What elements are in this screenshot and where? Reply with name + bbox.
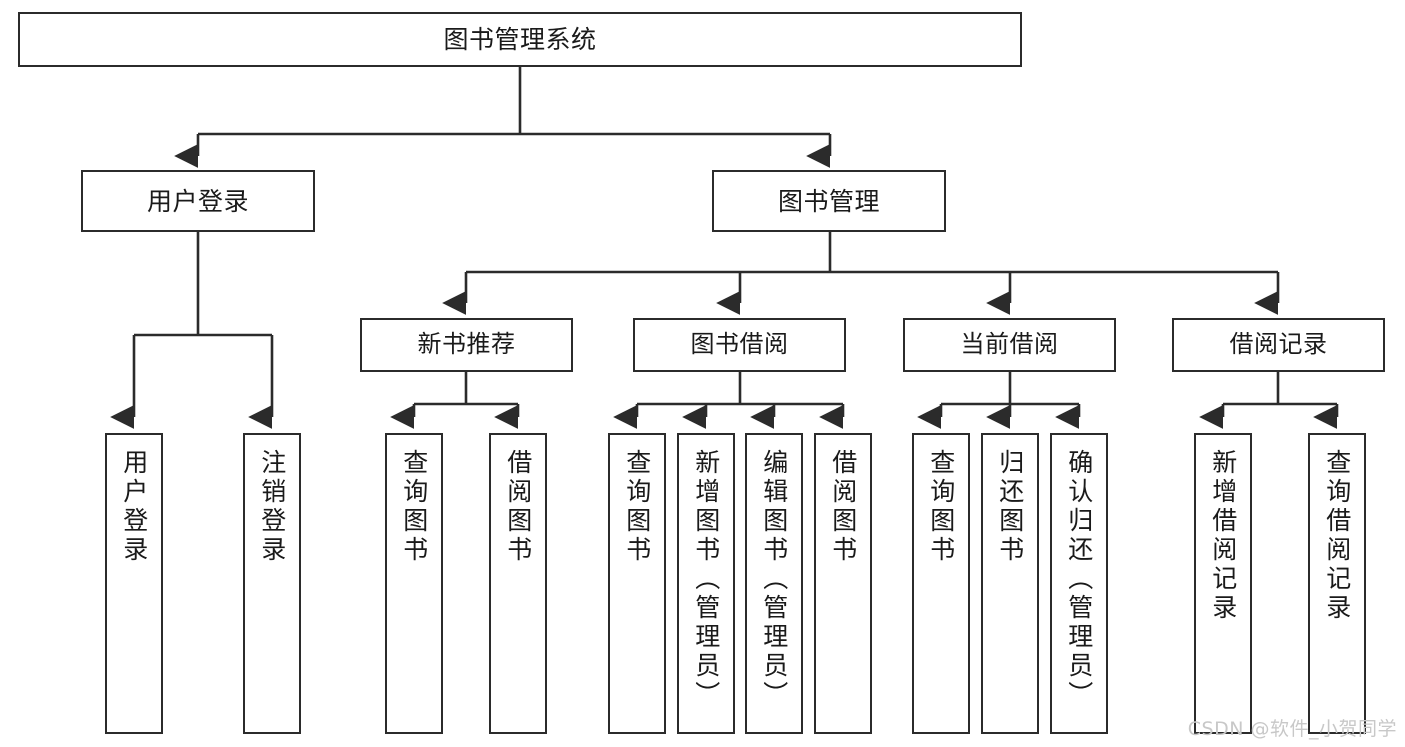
leaf-add-borrow-record[interactable]: 新增借阅记录 [1194, 433, 1252, 734]
node-book-borrow[interactable]: 图书借阅 [633, 318, 846, 372]
leaf-add-book-admin[interactable]: 新增图书（管理员） [677, 433, 735, 734]
leaf-confirm-return-admin[interactable]: 确认归还（管理员） [1050, 433, 1108, 734]
node-current-borrow[interactable]: 当前借阅 [903, 318, 1116, 372]
leaf-borrow-book[interactable]: 借阅图书 [814, 433, 872, 734]
node-label: 用户登录 [146, 186, 249, 216]
node-borrow-record[interactable]: 借阅记录 [1172, 318, 1385, 372]
node-label: 借阅图书 [503, 449, 533, 565]
leaf-edit-book-admin[interactable]: 编辑图书（管理员） [745, 433, 803, 734]
leaf-query-book-recommend[interactable]: 查询图书 [385, 433, 443, 734]
leaf-query-book-current[interactable]: 查询图书 [912, 433, 970, 734]
leaf-logout[interactable]: 注销登录 [243, 433, 301, 734]
node-label: 归还图书 [995, 449, 1025, 565]
leaf-query-book-borrow[interactable]: 查询图书 [608, 433, 666, 734]
node-label: 图书借阅 [690, 330, 789, 359]
node-user-login[interactable]: 用户登录 [81, 170, 315, 232]
node-root-book-management-system[interactable]: 图书管理系统 [18, 12, 1022, 67]
node-label: 借阅图书 [828, 449, 858, 565]
node-label: 新书推荐 [417, 330, 516, 359]
node-book-management[interactable]: 图书管理 [712, 170, 946, 232]
node-new-book-recommend[interactable]: 新书推荐 [360, 318, 573, 372]
node-label: 图书管理 [777, 186, 880, 216]
node-label: 查询图书 [622, 449, 652, 565]
node-label: 新增借阅记录 [1208, 449, 1238, 623]
node-label: 查询借阅记录 [1322, 449, 1352, 623]
node-label: 借阅记录 [1229, 330, 1328, 359]
leaf-query-borrow-record[interactable]: 查询借阅记录 [1308, 433, 1366, 734]
node-label: 编辑图书（管理员） [759, 449, 789, 710]
node-label: 图书管理系统 [443, 25, 597, 54]
leaf-return-book[interactable]: 归还图书 [981, 433, 1039, 734]
leaf-user-login[interactable]: 用户登录 [105, 433, 163, 734]
node-label: 确认归还（管理员） [1064, 449, 1094, 710]
node-label: 查询图书 [399, 449, 429, 565]
node-label: 当前借阅 [960, 330, 1059, 359]
node-label: 查询图书 [926, 449, 956, 565]
node-label: 注销登录 [257, 449, 287, 565]
node-label: 新增图书（管理员） [691, 449, 721, 710]
node-label: 用户登录 [119, 449, 149, 565]
csdn-watermark: CSDN @软件_小贺同学 [1187, 718, 1397, 740]
leaf-borrow-book-recommend[interactable]: 借阅图书 [489, 433, 547, 734]
